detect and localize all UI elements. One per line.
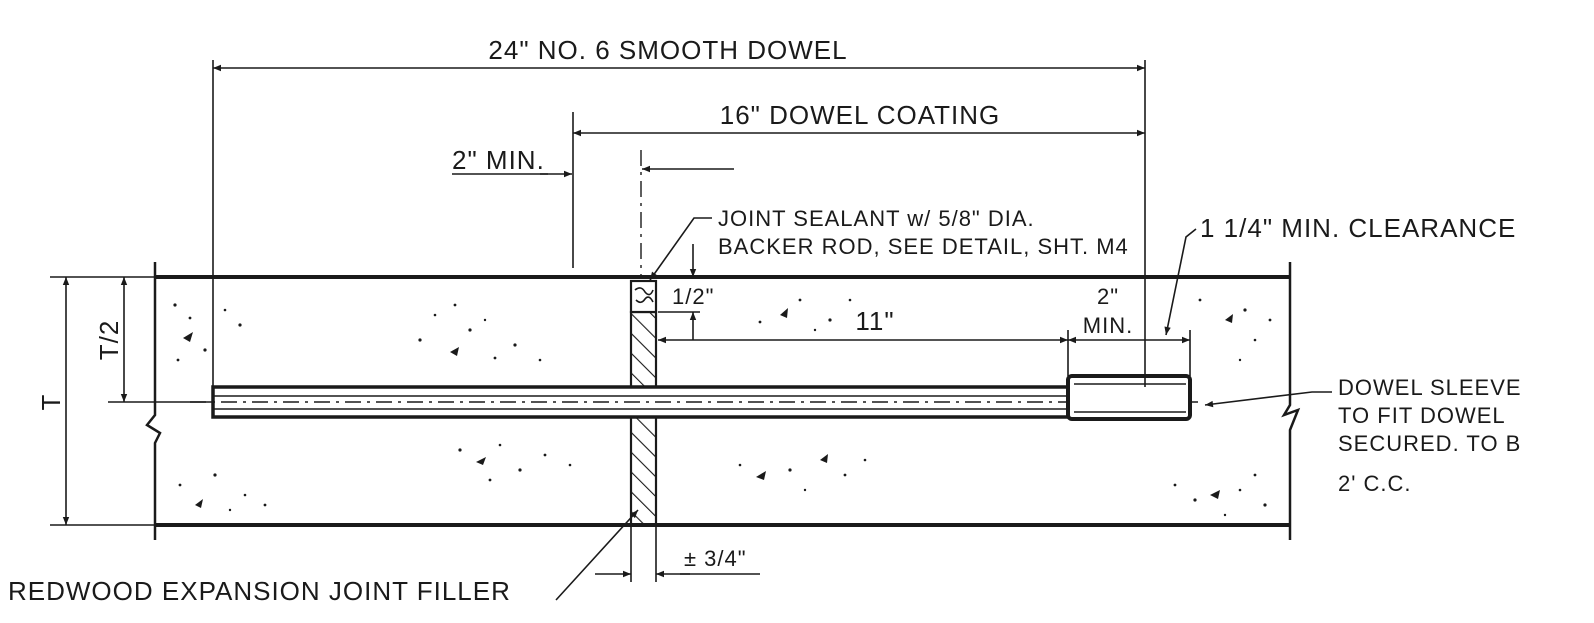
sealant-label-line2: BACKER ROD, SEE DETAIL, SHT. M4 bbox=[718, 234, 1129, 259]
expansion-joint-filler bbox=[629, 150, 658, 527]
joint-sealant bbox=[629, 279, 658, 314]
dim-dowel-coating: 16" DOWEL COATING bbox=[572, 100, 1145, 268]
thickness-label: T bbox=[36, 394, 66, 411]
filler-note: REDWOOD EXPANSION JOINT FILLER bbox=[8, 509, 639, 606]
sealant-label-line1: JOINT SEALANT w/ 5/8" DIA. bbox=[718, 206, 1035, 231]
sleeve-dim-top: 2" bbox=[1097, 284, 1119, 309]
filler-label: REDWOOD EXPANSION JOINT FILLER bbox=[8, 576, 511, 606]
dim-sleeve-min: 2" MIN. bbox=[1067, 284, 1191, 376]
clearance-note: 1 1/4" MIN. CLEARANCE bbox=[1164, 213, 1516, 336]
filler-width-label: ± 3/4" bbox=[684, 546, 747, 571]
sleeve-note-line1: DOWEL SLEEVE bbox=[1338, 375, 1522, 400]
dim-thickness: T T/2 bbox=[36, 276, 213, 526]
min-embed-label: 2" MIN. bbox=[452, 145, 545, 175]
dowel-sleeve-note: DOWEL SLEEVE TO FIT DOWEL SECURED. TO B … bbox=[1204, 375, 1522, 496]
clearance-label: 1 1/4" MIN. CLEARANCE bbox=[1200, 213, 1516, 243]
eleven-label: 11" bbox=[855, 306, 894, 336]
half-thickness-label: T/2 bbox=[94, 320, 124, 361]
dim-filler-width: ± 3/4" bbox=[595, 525, 760, 582]
sleeve-note-line2: TO FIT DOWEL bbox=[1338, 403, 1506, 428]
sleeve-note-line3: SECURED. TO B bbox=[1338, 431, 1521, 456]
dowel-sleeve bbox=[1066, 374, 1192, 421]
dim-sealant-depth: 1/2" bbox=[658, 244, 714, 340]
sleeve-note-line4: 2' C.C. bbox=[1338, 471, 1412, 496]
dowel-bar bbox=[190, 385, 1200, 419]
dowel-coating-label: 16" DOWEL COATING bbox=[720, 100, 1001, 130]
dim-dowel-length: 24" NO. 6 SMOOTH DOWEL bbox=[212, 35, 1146, 387]
sealant-depth-label: 1/2" bbox=[672, 284, 714, 309]
concrete-slab bbox=[145, 262, 1301, 540]
slab-break-left bbox=[145, 262, 162, 540]
dowel-length-label: 24" NO. 6 SMOOTH DOWEL bbox=[488, 35, 847, 65]
aggregate-texture bbox=[173, 298, 1272, 517]
dim-eleven: 11" bbox=[658, 306, 1068, 344]
dim-min-embed: 2" MIN. bbox=[452, 145, 734, 178]
joint-sealant-note: JOINT SEALANT w/ 5/8" DIA. BACKER ROD, S… bbox=[649, 206, 1129, 281]
slab-break-right bbox=[1281, 262, 1301, 540]
sleeve-dim-bottom: MIN. bbox=[1083, 313, 1133, 338]
